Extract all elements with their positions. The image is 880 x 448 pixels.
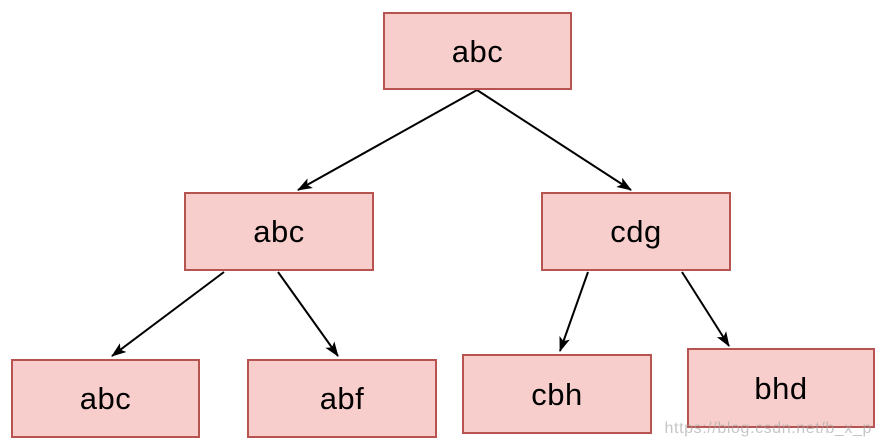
node-label: abc [79,381,132,416]
tree-node-leaf-1[interactable]: abc [11,359,200,438]
node-label: abc [451,33,504,69]
tree-edge-root-l2b [476,89,632,191]
tree-edge-l2b-l3d [681,271,730,347]
node-label: bhd [754,370,808,406]
node-label: abc [253,214,305,249]
tree-node-root[interactable]: abc [383,12,572,90]
tree-node-level2-right[interactable]: cdg [541,192,731,271]
tree-edge-l2a-l3b [277,271,339,357]
node-label: cdg [610,214,662,249]
node-label: abf [319,381,365,416]
tree-node-leaf-2[interactable]: abf [247,359,437,438]
tree-node-leaf-4[interactable]: bhd [687,348,875,428]
tree-edge-l2b-l3c [559,271,589,352]
tree-node-level2-left[interactable]: abc [184,192,374,271]
tree-edge-l2a-l3a [111,271,225,357]
tree-edge-root-l2a [297,89,478,191]
node-label: cbh [531,376,583,412]
tree-node-leaf-3[interactable]: cbh [462,354,652,434]
